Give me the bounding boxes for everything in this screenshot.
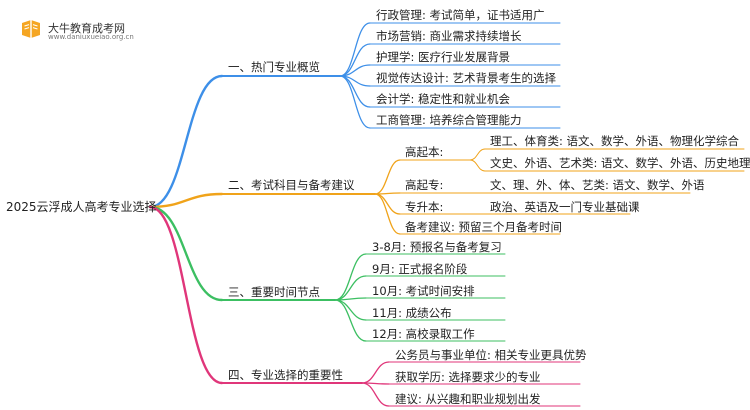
branch-1-link [148,74,224,209]
branch-2-subtopic: 高起本: [405,145,444,159]
branch-1-label: 一、热门专业概览 [228,60,320,74]
branch-2-detail: 理工、体育类: 语文、数学、外语、物理化学综合 [490,134,740,148]
branch-1-item: 工商管理: 培养综合管理能力 [376,113,522,127]
branch-2-detail: 政治、英语及一门专业基础课 [490,200,640,214]
branch-4-item: 获取学历: 选择要求少的专业 [395,370,541,384]
branch-2-subtopic: 高起专: [405,178,444,192]
branch-4-item: 公务员与事业单位: 相关专业更具优势 [395,348,587,362]
branch-1-item: 会计学: 稳定性和就业机会 [376,92,511,106]
book-logo-icon [22,20,40,38]
branch-2-detail-link [469,159,486,172]
branch-1-item: 视觉传达设计: 艺术背景考生的选择 [376,71,557,85]
branch-3-label: 三、重要时间节点 [228,285,320,299]
branch-3-item: 9月: 正式报名阶段 [372,262,468,276]
branch-2-link [148,192,224,209]
branch-4-item-link [361,382,390,407]
branch-2-label: 二、考试科目与备考建议 [228,178,355,192]
branch-1-item: 护理学: 医疗行业发展背景 [376,50,511,64]
branch-2-sub-link [374,159,401,195]
branch-1-item-link [339,75,371,129]
branch-3-item: 10月: 考试时间安排 [372,284,475,298]
branch-4-label: 四、专业选择的重要性 [228,368,343,382]
brand-name: 大牛教育成考网 [48,22,125,35]
branch-2-subtopic: 专升本: [405,200,444,214]
branch-3-item: 3-8月: 预报名与备考复习 [372,240,502,254]
branch-2-detail: 文史、外语、艺术类: 语文、数学、外语、历史地理综合 [490,156,750,170]
branch-3-item-link [334,299,367,321]
branch-1-item-link [339,22,371,77]
brand-url: www.daniuxueiao.org.cn [48,33,134,41]
branch-1-item: 市场营销: 商业需求持续增长 [376,29,522,43]
root-topic: 2025云浮成人高考专业选择 [6,200,157,214]
branch-2-sub-link [374,193,401,215]
branch-3-item-link [334,275,367,301]
branch-3-link [148,205,224,302]
branch-3-item: 12月: 高校录取工作 [372,327,475,341]
branch-3-item-link [334,253,367,301]
branch-2-detail: 文、理、外、体、艺类: 语文、数学、外语 [490,178,705,192]
branch-1-item: 行政管理: 考试简单，证书适用广 [376,8,545,22]
branch-3-item-link [334,299,367,342]
branch-4-link [148,205,224,385]
branch-4-item: 建议: 从兴趣和职业规划出发 [395,392,541,406]
branch-4-item-link [361,361,390,384]
branch-2-sub-link [374,193,401,235]
branch-2-item: 备考建议: 预留三个月备考时间 [405,220,563,234]
branch-3-item: 11月: 成绩公布 [372,306,452,320]
branch-2-detail-link [469,148,486,161]
